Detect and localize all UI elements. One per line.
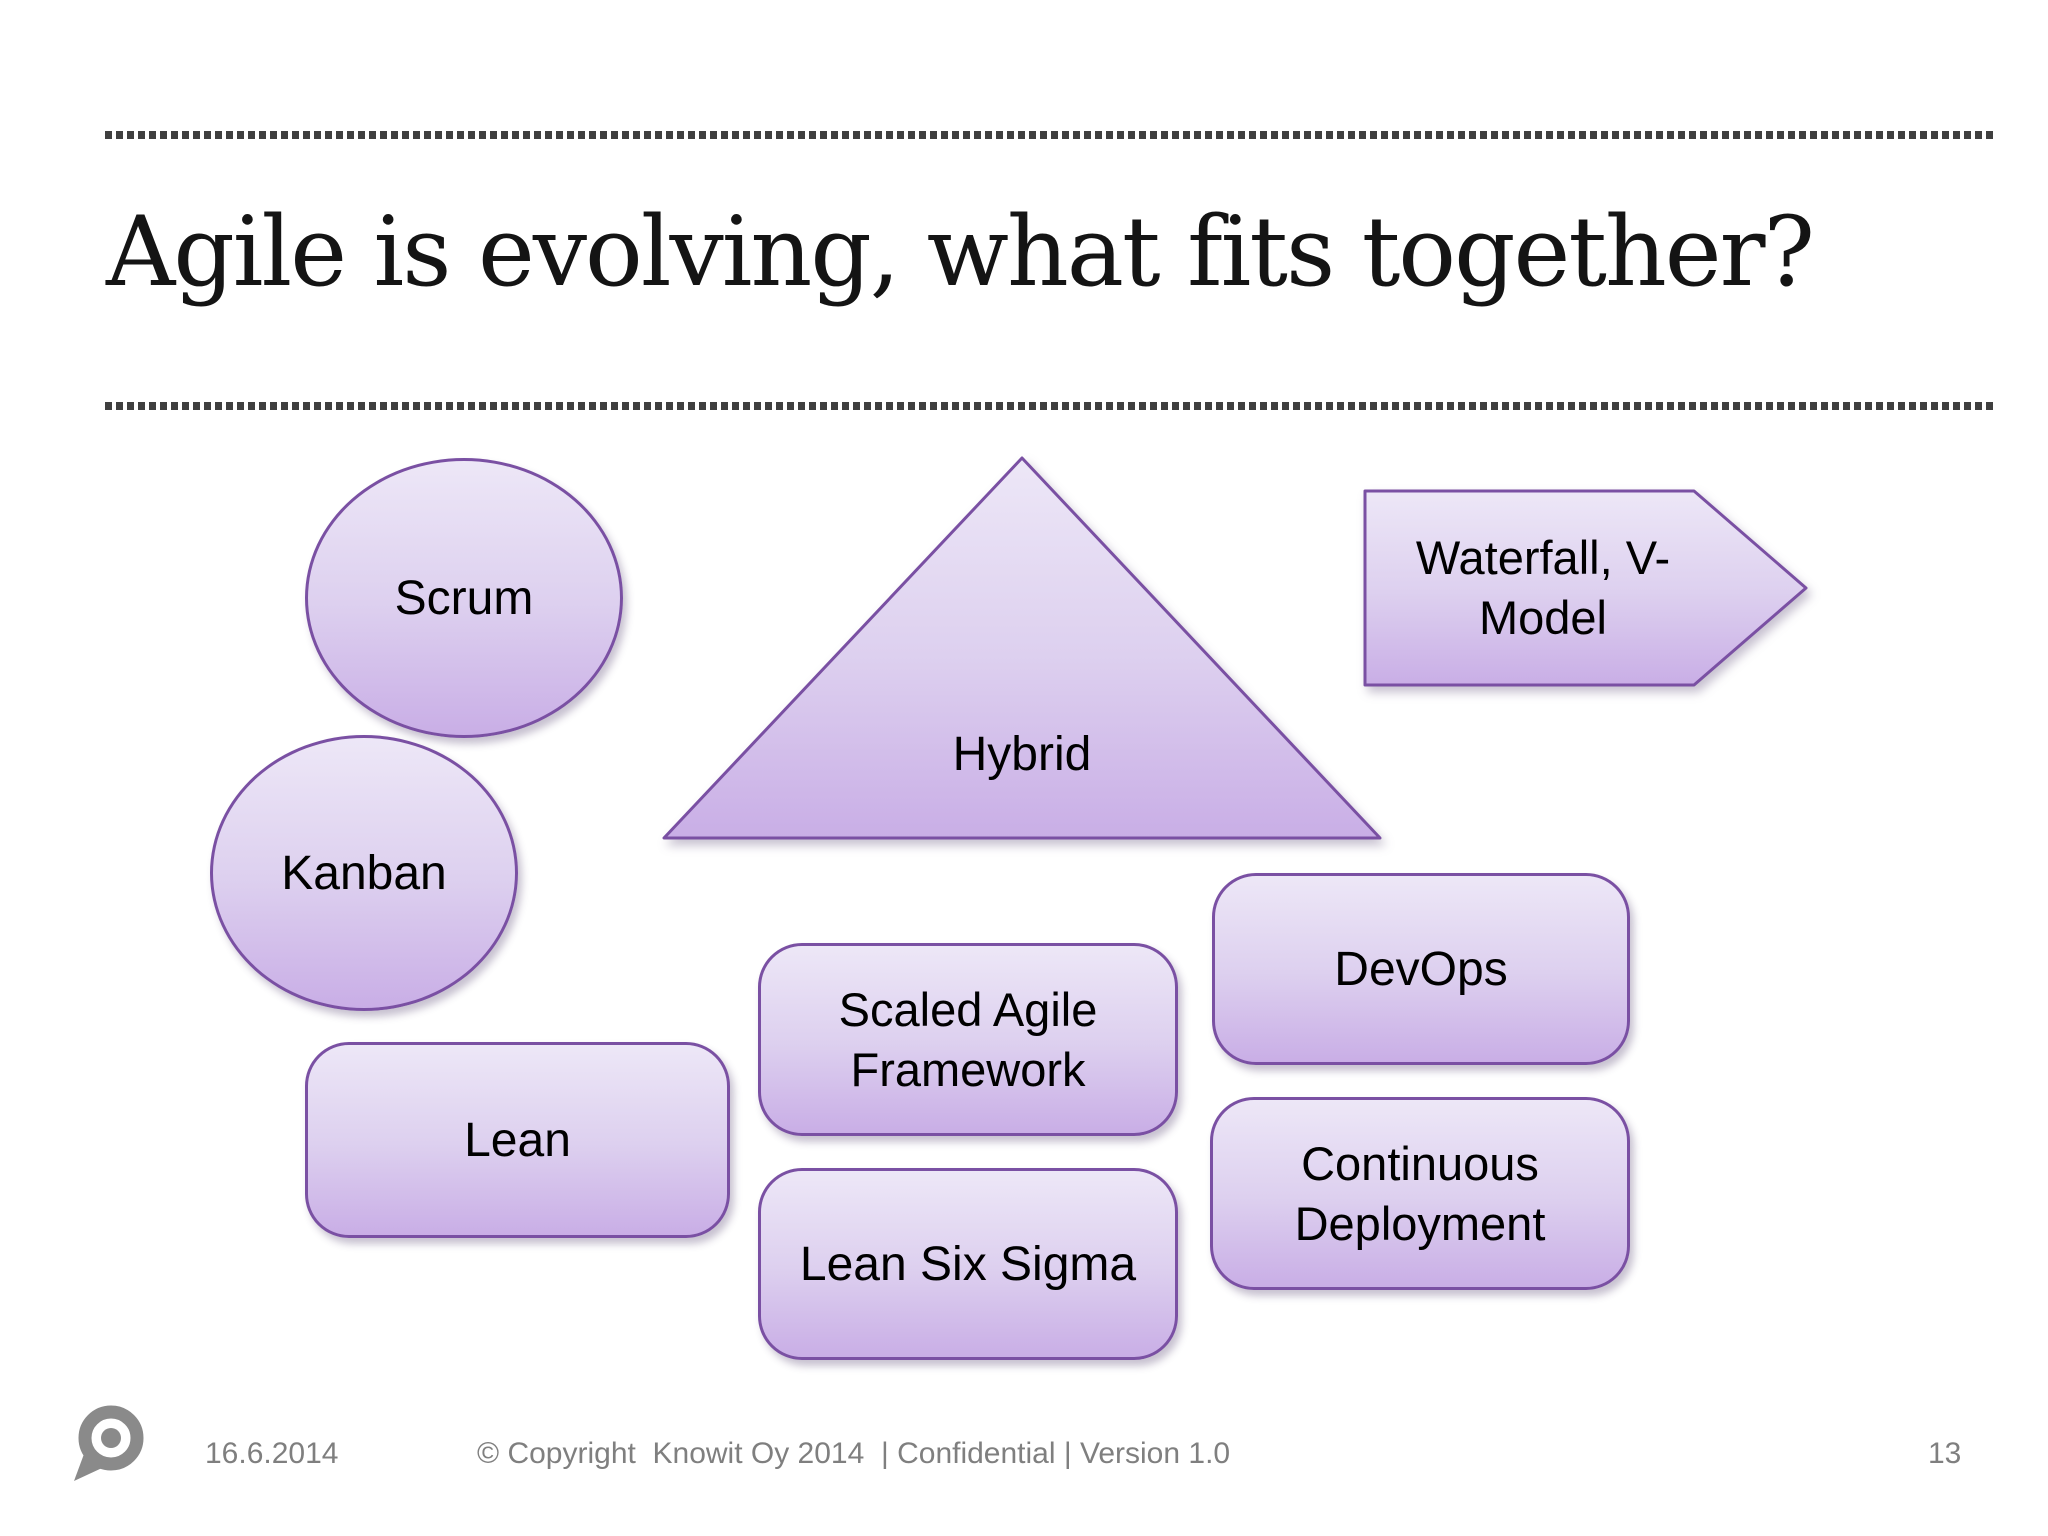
logo-tail xyxy=(74,1454,102,1481)
label-line-1: Scaled Agile xyxy=(838,982,1098,1036)
shape-waterfall-v-model: Waterfall, V- Model xyxy=(1362,488,1810,688)
shape-devops: DevOps xyxy=(1212,873,1630,1065)
shape-kanban-label: Kanban xyxy=(281,846,447,900)
shape-waterfall-v-model-label: Waterfall, V- Model xyxy=(1378,488,1708,688)
knowit-logo xyxy=(74,1405,144,1481)
dotted-divider-top xyxy=(105,131,1993,139)
page-title: Agile is evolving, what fits together? xyxy=(106,196,1815,308)
shape-scaled-agile-framework: Scaled Agile Framework xyxy=(758,943,1178,1136)
logo-dot xyxy=(101,1428,121,1448)
shape-kanban: Kanban xyxy=(210,735,518,1011)
arrow-pentagon-graphic xyxy=(1363,489,1808,687)
shape-devops-label: DevOps xyxy=(1334,942,1508,996)
footer-date: 16.6.2014 xyxy=(205,1437,339,1470)
footer-copyright: © Copyright Knowit Oy 2014 | Confidentia… xyxy=(477,1437,1231,1470)
shape-continuous-deployment-label: Continuous Deployment xyxy=(1295,1134,1546,1253)
shape-continuous-deployment: Continuous Deployment xyxy=(1210,1097,1630,1290)
label-line-1: Waterfall, V- xyxy=(1415,531,1671,585)
label-line-2: Deployment xyxy=(1294,1196,1546,1250)
label-line-2: Model xyxy=(1478,591,1607,644)
label-line-1: Continuous xyxy=(1301,1136,1539,1190)
logo-ring xyxy=(78,1405,144,1471)
shape-lean-six-sigma: Lean Six Sigma xyxy=(758,1168,1178,1360)
shape-lean: Lean xyxy=(305,1042,730,1238)
shape-hybrid: Hybrid xyxy=(656,450,1388,844)
shape-scaled-agile-framework-label: Scaled Agile Framework xyxy=(839,980,1098,1099)
shape-lean-six-sigma-label: Lean Six Sigma xyxy=(799,1237,1137,1291)
label-line-2: Framework xyxy=(850,1042,1086,1096)
triangle-graphic xyxy=(662,456,1382,840)
shape-scrum-label: Scrum xyxy=(394,571,534,625)
shape-lean-label: Lean xyxy=(464,1113,571,1167)
dotted-divider-bottom xyxy=(105,402,1993,410)
page-number: 13 xyxy=(1928,1437,1962,1470)
shape-hybrid-label: Hybrid xyxy=(952,728,1092,781)
shape-scrum: Scrum xyxy=(305,458,623,738)
